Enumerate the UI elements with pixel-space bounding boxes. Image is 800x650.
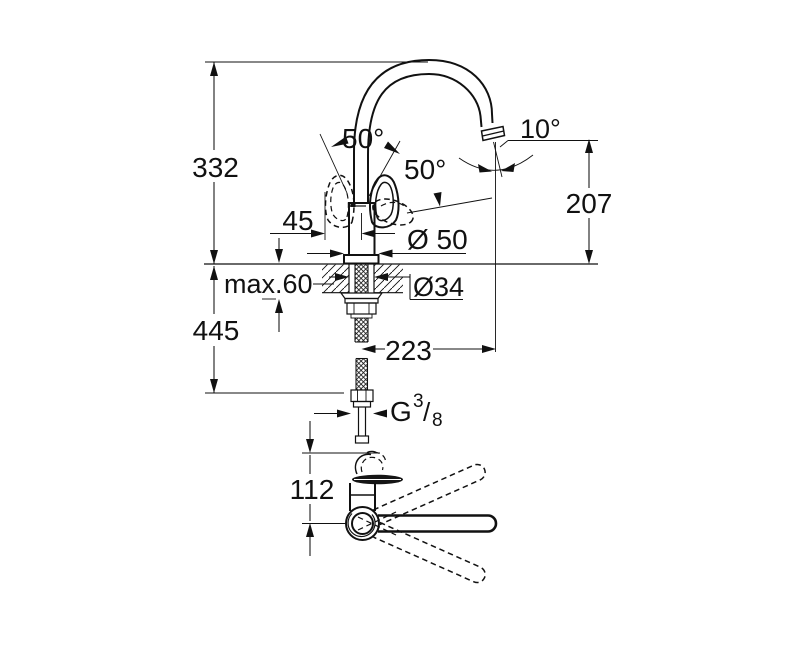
dimension-45	[270, 192, 395, 240]
dim-label-max-deck-thickness: max.60	[224, 269, 313, 299]
escutcheon-plan	[352, 474, 403, 485]
dimension-445	[205, 266, 344, 394]
dimension-diameter-50	[307, 249, 466, 258]
spout-outline	[353, 58, 506, 204]
top-view	[302, 421, 498, 584]
dimension-50deg-lever	[406, 192, 493, 214]
dimension-max60	[262, 238, 334, 332]
dim-label-handle-swing-angle: 50°	[342, 123, 384, 154]
spout-position-dashed-upper	[373, 463, 486, 526]
body-column-plan	[349, 483, 376, 511]
spout-position-solid	[378, 514, 498, 533]
dim-label-spout-reach: 223	[385, 335, 432, 366]
dim-label-handle-clearance: 45	[282, 205, 313, 236]
dimension-g38	[314, 409, 387, 418]
dimension-labels: 332 445 45 max.60 Ø 50 Ø34 223 207 112 5…	[192, 114, 612, 505]
dim-label-top-view-depth: 112	[290, 474, 335, 505]
dim-label-hole-diameter: Ø34	[413, 272, 464, 302]
dimension-50deg-swing	[319, 133, 401, 197]
dimension-10deg	[458, 141, 534, 352]
dimension-112	[302, 421, 380, 556]
dimension-207	[499, 139, 598, 264]
handle-lever-dashed-down	[372, 198, 414, 226]
dim-label-total-height: 332	[192, 152, 239, 183]
dimension-223	[361, 345, 496, 353]
dim-label-below-deck-depth: 445	[193, 315, 240, 346]
mounting-shank	[339, 264, 384, 444]
dimension-332	[205, 61, 428, 264]
front-view	[204, 58, 598, 444]
dim-label-outlet-height: 207	[566, 188, 613, 219]
dimension-diameter-34	[329, 273, 463, 301]
dim-label-outlet-angle: 10°	[520, 114, 561, 144]
spout-position-dashed-lower	[373, 521, 486, 584]
dim-label-base-diameter: Ø 50	[407, 224, 468, 255]
dim-label-thread: G 3 / 8	[390, 391, 443, 431]
handle-lever-dashed-left	[324, 174, 355, 229]
spout-tip-plan	[354, 450, 387, 475]
dim-label-lever-lift-angle: 50°	[404, 154, 446, 185]
swivel-base-plan	[345, 506, 397, 541]
